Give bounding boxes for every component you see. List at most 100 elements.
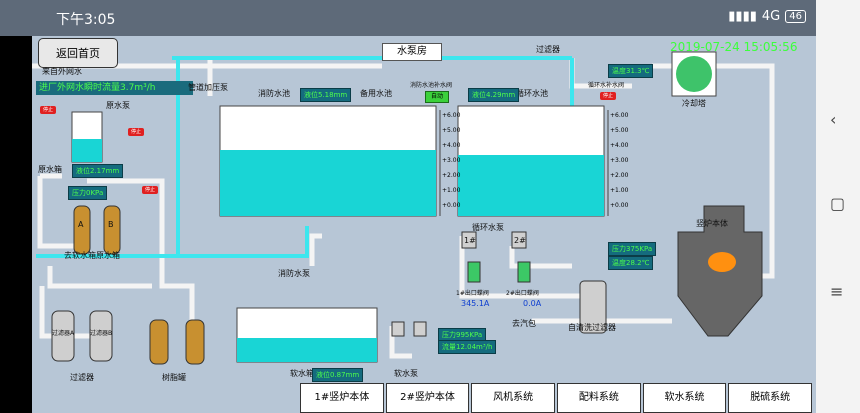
circ-tank-label: 循环水池 [516, 89, 548, 98]
flow-lines [36, 56, 574, 258]
circ-pump-label: 循环水泵 [472, 223, 504, 232]
circ-pump-2 [511, 231, 527, 249]
tab-batching[interactable]: 配料系统 [557, 383, 641, 413]
soft-tank-group [236, 307, 378, 363]
stop-button[interactable]: 停止 [128, 128, 144, 136]
circ-pump-1 [461, 231, 477, 249]
soft-pump-1 [391, 321, 405, 337]
stop-button[interactable]: 停止 [40, 106, 56, 114]
current1-reading: 345.1A [461, 299, 490, 308]
filter-b-body [103, 205, 121, 255]
scale-ticks [439, 110, 609, 216]
furnace [677, 205, 763, 337]
outlet-valve2-label: 2#出口蝶阀 [506, 290, 539, 297]
menu-nav-icon[interactable]: ≡ [830, 282, 844, 301]
home-nav-icon[interactable]: ▢ [830, 194, 846, 213]
pressure-left-reading: 压力0KPa [68, 186, 108, 200]
scale-tick-label: +3.00 [442, 157, 461, 164]
android-nav-panel: ‹ ▢ ≡ [816, 0, 860, 413]
back-home-button[interactable]: 返回首页 [38, 38, 118, 68]
tab-furnace-2[interactable]: 2#竖炉本体 [385, 383, 470, 413]
scada-panel: 返回首页 进厂外网水瞬时流量3.7m³/h 2019-07-24 15:05:5… [32, 36, 816, 413]
fire-scale: +6.00+5.00+4.00+3.00+2.00+1.00+0.00 [442, 108, 460, 213]
flow-fire [178, 226, 309, 258]
raw-water [72, 139, 102, 162]
network-type: 4G [761, 9, 781, 24]
scale-tick-label: +0.00 [442, 202, 461, 209]
cooling-tower-label: 冷却塔 [682, 99, 706, 108]
fan-icon [676, 56, 712, 92]
scale-tick-label: +1.00 [610, 187, 629, 194]
inlet-label: 来自外网水 [42, 67, 82, 76]
tab-soft-water[interactable]: 软水系统 [642, 383, 727, 413]
fire-pump-label: 消防水泵 [278, 269, 310, 278]
scale-tick-label: +4.00 [442, 142, 461, 149]
scale-tick-label: +5.00 [610, 127, 629, 134]
status-right: ▮▮▮▮ 4G 46 [728, 9, 806, 24]
soft-flow-reading: 流量12.04m³/h [438, 340, 497, 354]
filter-bottom-label: 过滤器 [70, 373, 94, 382]
tab-desulfurization[interactable]: 脱硫系统 [728, 383, 813, 413]
soft-tank-label: 软水箱 [290, 369, 314, 378]
fire-tank-group [219, 105, 437, 217]
circ-scale: +6.00+5.00+4.00+3.00+2.00+1.00+0.00 [610, 108, 628, 213]
to-steam-label: 去汽包 [512, 319, 536, 328]
filters-ab [73, 205, 205, 365]
softener-pipe [87, 178, 195, 321]
auto-button[interactable]: 自动 [425, 91, 449, 103]
raw-down-pipe [37, 176, 87, 249]
stop-button[interactable]: 停止 [600, 92, 616, 100]
scale-tick-label: +3.00 [610, 157, 629, 164]
tab-fan[interactable]: 风机系统 [471, 383, 556, 413]
self-clean-filter [579, 280, 607, 334]
pump1-label: 1# [464, 236, 476, 245]
raw-tank-group [71, 111, 103, 163]
filter-a-box-label: 过滤器A [52, 330, 75, 337]
status-bar: 下午3:05 ▮▮▮▮ 4G 46 [0, 0, 816, 36]
self-clean-label: 自清洗过滤器 [568, 323, 616, 332]
soft-pump-label: 软水泵 [394, 369, 418, 378]
furnace-label: 竖炉本体 [696, 219, 728, 228]
raw-level-reading: 液位2.17mm [72, 164, 124, 178]
stop-button[interactable]: 停止 [142, 186, 158, 194]
flow-banner: 进厂外网水瞬时流量3.7m³/h [36, 81, 193, 95]
outlet-valve1-label: 1#出口蝶阀 [456, 290, 489, 297]
scale-tick-label: +2.00 [610, 172, 629, 179]
fire-pump-pipe [309, 233, 322, 266]
back-nav-icon[interactable]: ‹ [830, 110, 837, 129]
motor-2 [517, 261, 531, 283]
fire-tank-label: 消防水池 [258, 89, 290, 98]
motor-1 [467, 261, 481, 283]
pump2-label: 2# [514, 236, 526, 245]
raw-tank-label: 原水箱 [38, 165, 62, 174]
scale-tick-label: +6.00 [442, 112, 461, 119]
scale-tick-label: +1.00 [442, 187, 461, 194]
tab-furnace-1[interactable]: 1#竖炉本体 [300, 383, 384, 413]
soft-tank-pool-label: 去软水箱原水箱 [64, 251, 120, 260]
current2-reading: 0.0A [523, 299, 542, 308]
cooling-tower [671, 51, 717, 97]
sand-filters [51, 280, 607, 362]
filter-top-label: 过滤器 [536, 45, 560, 54]
process-diagram [32, 51, 775, 365]
scale-tick-label: +0.00 [610, 202, 629, 209]
temp-furnace-reading: 温度28.2℃ [608, 256, 654, 270]
clock: 2019-07-24 15:05:56 [670, 40, 798, 54]
circ-level-reading: 液位4.29mm [468, 88, 520, 102]
filter-b-label: B [108, 220, 114, 229]
circ-water [458, 155, 604, 216]
flame-icon [708, 252, 736, 272]
circ-pump-link [509, 246, 572, 269]
fire-level-reading: 液位5.18mm [300, 88, 352, 102]
standby-tank-label: 备用水池 [360, 89, 392, 98]
circ-tank-group [457, 105, 605, 217]
scale-tick-label: +5.00 [442, 127, 461, 134]
soft-pump-2 [413, 321, 427, 337]
resin-a-body [149, 319, 169, 365]
filter-a-body [73, 205, 91, 255]
battery-icon: 46 [785, 10, 806, 23]
pipe-pump-label: 管道加压泵 [188, 83, 228, 92]
circ-out-pipe [459, 236, 602, 299]
scale-tick-label: +4.00 [610, 142, 629, 149]
pressure-furnace-reading: 压力375KPa [608, 242, 657, 256]
